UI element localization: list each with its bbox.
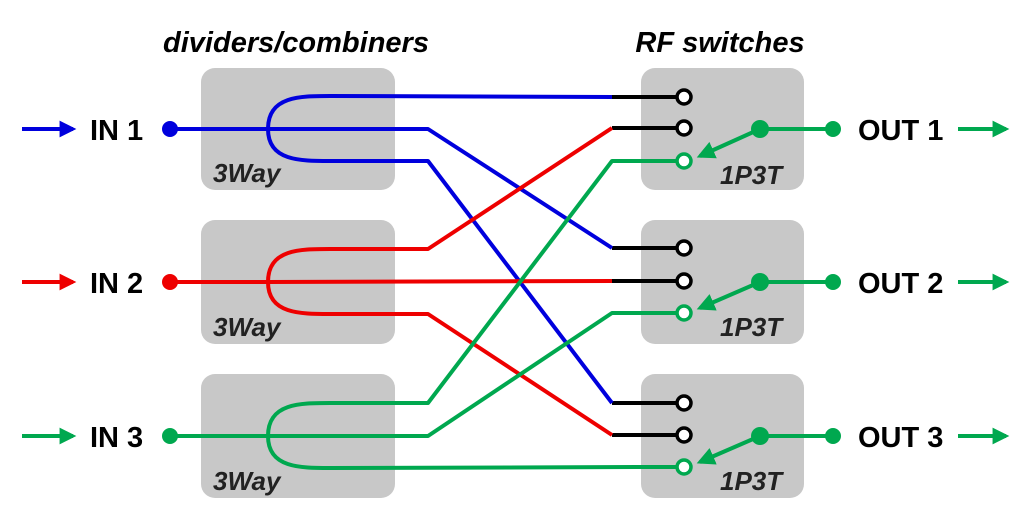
switch-green-stubs: [651, 159, 676, 469]
out1-label: OUT 1: [858, 115, 943, 147]
in1-label: IN 1: [90, 115, 143, 147]
switch-arms: [696, 127, 761, 465]
switch-label: 1P3T: [720, 466, 784, 496]
in3-paths: [170, 159, 652, 470]
switches-header: RF switches: [635, 27, 804, 59]
dividers-header: dividers/combiners: [163, 27, 429, 59]
divider-label: 3Way: [213, 466, 282, 496]
switch-ports: [675, 88, 693, 444]
output-lines: [760, 127, 833, 438]
in2-node: [162, 274, 178, 290]
divider-label: 3Way: [213, 158, 282, 188]
divider-label: 3Way: [213, 312, 282, 342]
in1-node: [162, 121, 178, 137]
in3-label: IN 3: [90, 422, 143, 454]
in2-label: IN 2: [90, 268, 143, 300]
out2-label: OUT 2: [858, 268, 943, 300]
in2-paths: [170, 126, 614, 437]
switch-label: 1P3T: [720, 312, 784, 342]
switch-active-ports: [675, 152, 693, 476]
switch-label: 1P3T: [720, 160, 784, 190]
in1-paths: [170, 94, 614, 405]
switch-stubs: [612, 95, 676, 437]
in3-node: [162, 428, 178, 444]
output-nodes: [751, 120, 841, 445]
out3-label: OUT 3: [858, 422, 943, 454]
